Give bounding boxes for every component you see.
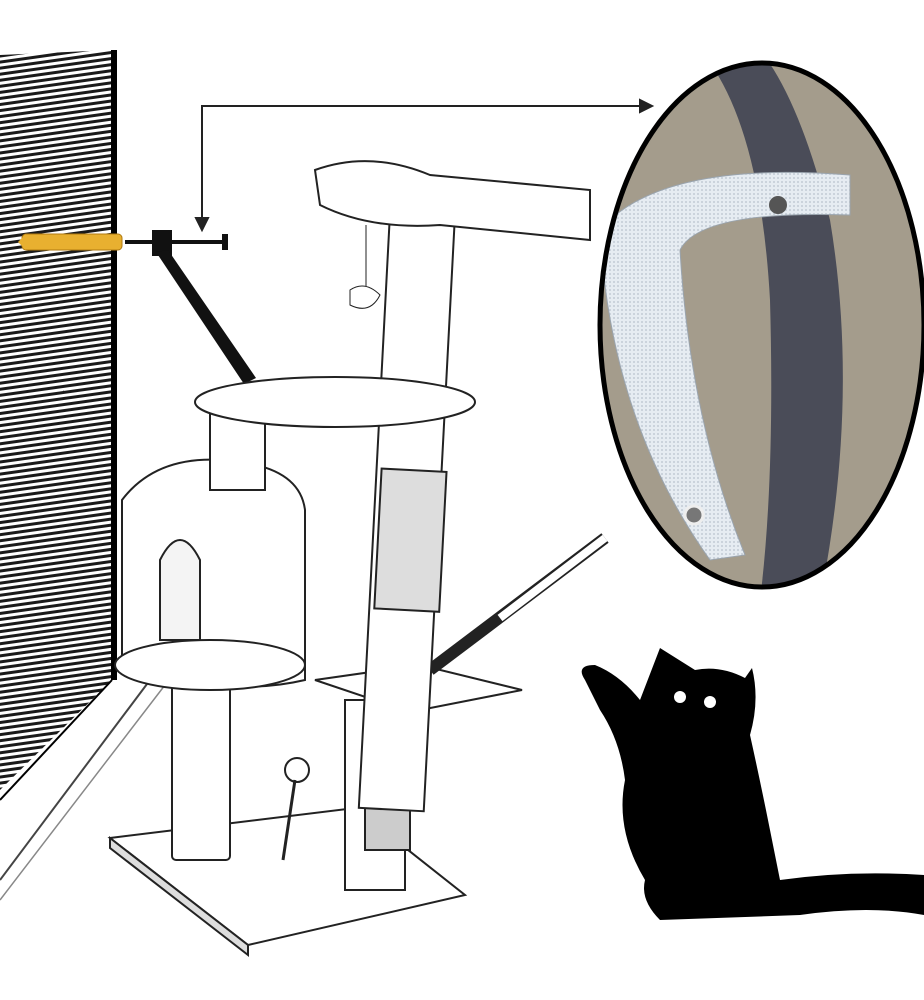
bracket-strap	[152, 230, 256, 384]
cat-tree	[107, 160, 609, 958]
arrow-icon	[194, 98, 655, 233]
wall-anchor-icon	[18, 233, 123, 251]
detail-zoom-lens	[597, 60, 924, 590]
cat-eye	[674, 691, 686, 703]
cat-silhouette	[581, 648, 924, 920]
cat-eye	[704, 696, 716, 708]
screw-icon	[125, 234, 228, 250]
wall	[0, 50, 166, 901]
